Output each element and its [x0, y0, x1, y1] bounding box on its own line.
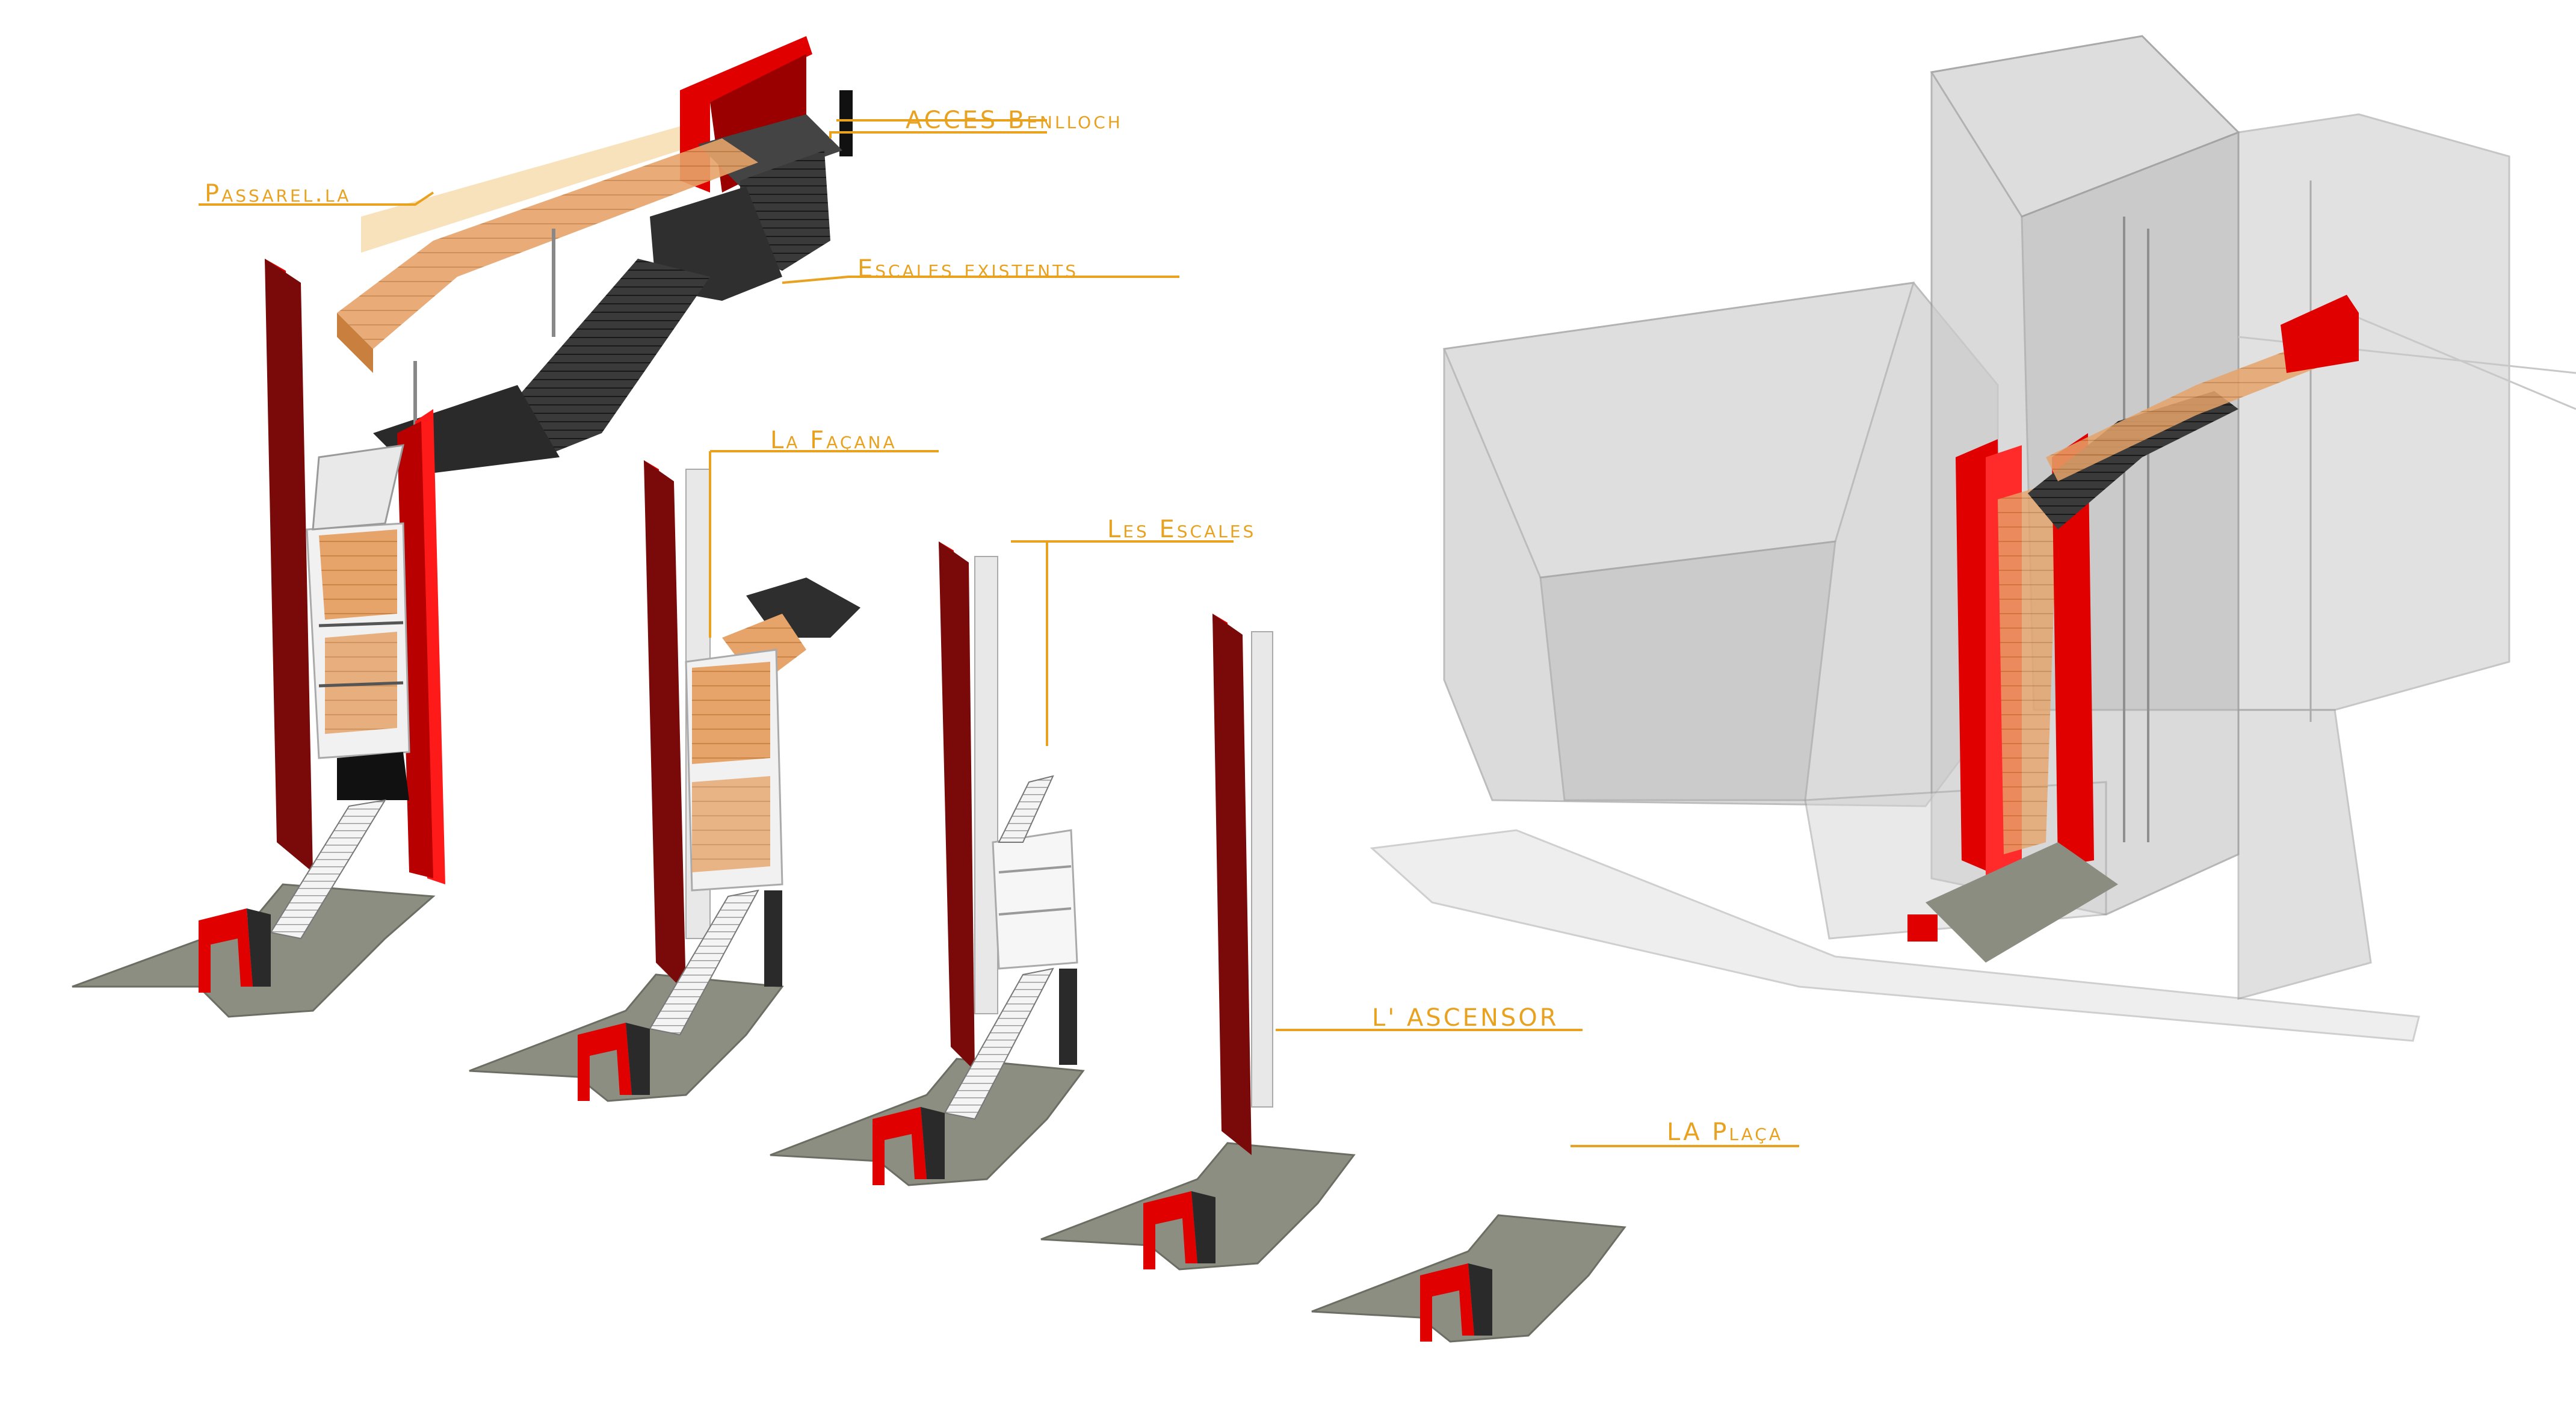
leader-acces-benlloch — [829, 131, 1047, 138]
facade-stage-model — [469, 460, 860, 1102]
context-embedded-model — [1907, 295, 2359, 963]
stairs-stage-model — [770, 541, 1085, 1186]
labels: ACCES Benlloch Passarel.la Escales exist… — [205, 106, 1783, 1146]
label-escales-existents: Escales existents — [857, 255, 1078, 283]
elevator-stage-model — [1040, 614, 1356, 1271]
plaza-stage-model — [1311, 1214, 1626, 1343]
context-building-model — [1370, 35, 2576, 1042]
leader-escales-existents — [782, 276, 1179, 284]
full-assembly-model — [72, 36, 853, 1018]
label-l-ascensor: L' ASCENSOR — [1372, 1004, 1559, 1032]
label-la-facana: La Façana — [770, 427, 897, 454]
leader-lines — [199, 119, 1799, 1147]
label-les-escales: Les Escales — [1107, 516, 1256, 543]
leader-passarella — [199, 191, 434, 206]
label-la-placa: LA Plaça — [1667, 1118, 1783, 1146]
label-acces-benlloch: ACCES Benlloch — [906, 106, 1123, 134]
label-passarella: Passarel.la — [205, 180, 351, 208]
